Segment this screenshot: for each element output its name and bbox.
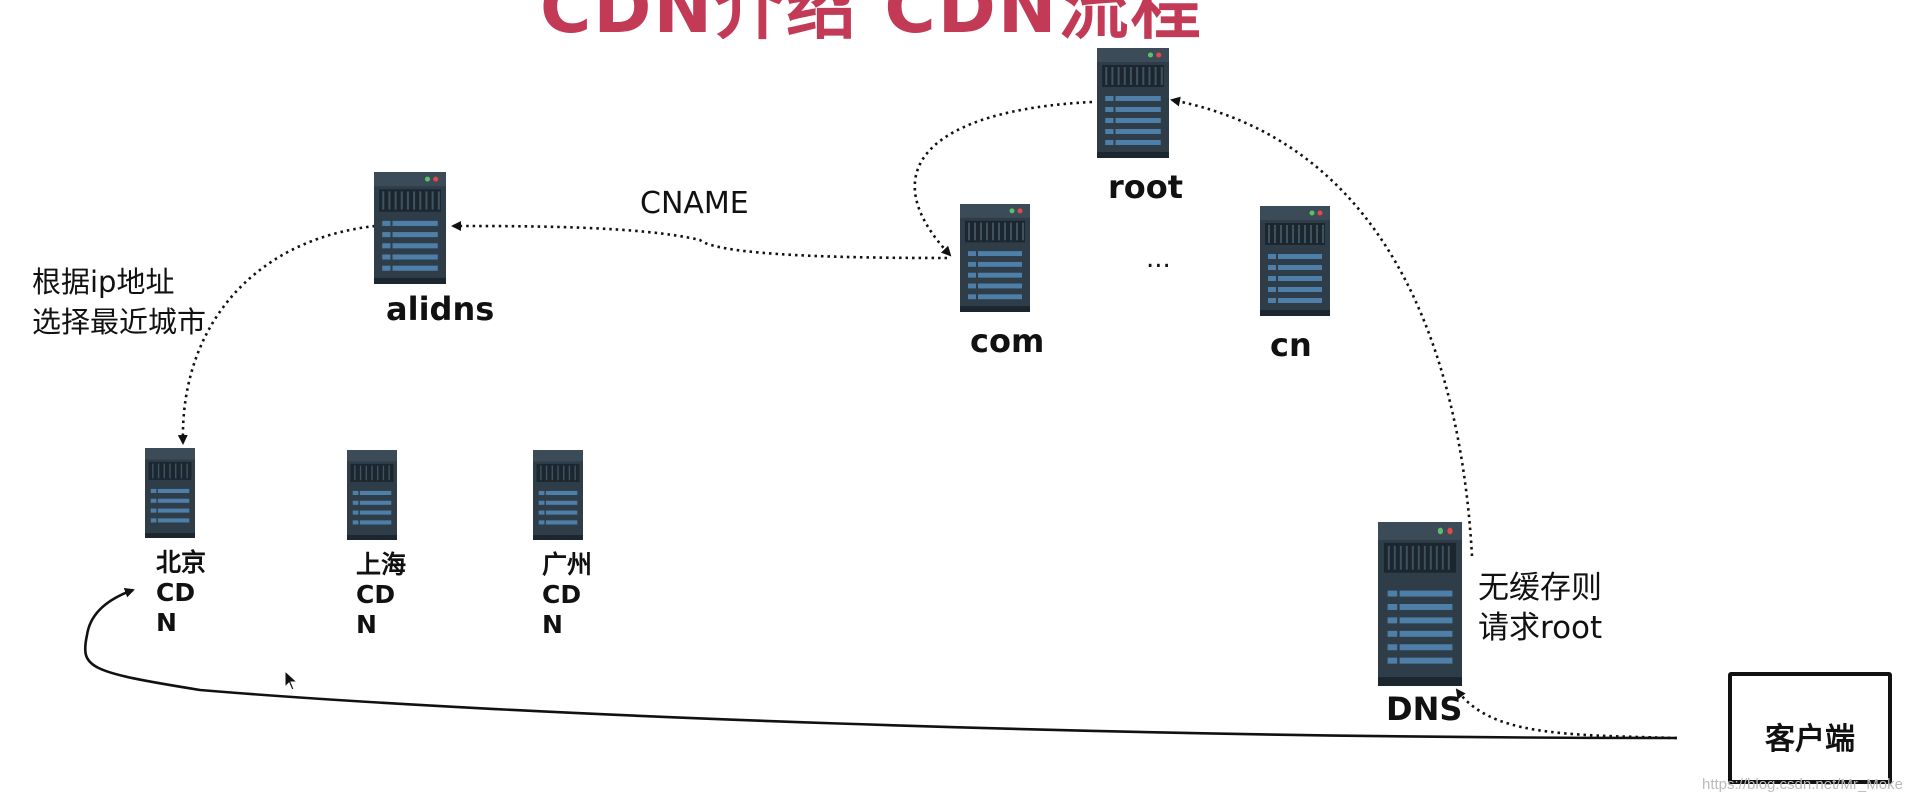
arrow-client-to-dns	[1455, 688, 1678, 740]
cname-label: CNAME	[640, 186, 749, 221]
root-label: root	[1108, 168, 1184, 206]
diagram-title: CDN介绍 CDN流程	[540, 0, 1203, 49]
beijing-cdn-server-icon	[145, 448, 195, 538]
local-dns-server-icon	[1378, 522, 1462, 686]
arrow-root-to-com	[913, 100, 1093, 257]
cdn-node-beijing: 北京 CD N	[156, 548, 206, 638]
guangzhou-cdn-server-icon	[533, 450, 583, 540]
ellipsis-label: ...	[1146, 244, 1171, 274]
arrow-client-to-beijing	[83, 587, 1678, 740]
cn-label: cn	[1270, 326, 1312, 364]
cdn-city-name: 北京	[156, 548, 207, 577]
cdn-line3: N	[542, 610, 563, 639]
cn-server-icon	[1260, 206, 1330, 316]
alidns-label: alidns	[386, 290, 495, 328]
arrow-alidns-to-beijing	[177, 224, 376, 445]
geo-note-line1: 根据ip地址	[32, 265, 175, 299]
alidns-server-icon	[374, 172, 446, 284]
arrow-dns-to-root	[1170, 96, 1474, 557]
dns-label: DNS	[1386, 690, 1463, 728]
client-node: 客户端	[1728, 672, 1892, 784]
com-label: com	[970, 322, 1045, 360]
cdn-line2: CD	[156, 578, 196, 607]
watermark: https://blog.csdn.net/Mr_Moke	[1702, 776, 1903, 793]
cdn-line2: CD	[356, 580, 396, 609]
geo-select-note: 根据ip地址 选择最近城市	[32, 262, 206, 342]
cdn-line3: N	[156, 608, 177, 637]
no-cache-line1: 无缓存则	[1478, 570, 1602, 606]
com-server-icon	[960, 204, 1030, 312]
cdn-node-guangzhou: 广州 CD N	[542, 550, 592, 640]
cdn-line2: CD	[542, 580, 582, 609]
no-cache-line2: 请求root	[1478, 610, 1603, 646]
cdn-city-name: 上海	[356, 550, 407, 579]
shanghai-cdn-server-icon	[347, 450, 397, 540]
cdn-line3: N	[356, 610, 377, 639]
mouse-pointer-icon	[284, 670, 299, 691]
cdn-node-shanghai: 上海 CD N	[356, 550, 406, 640]
geo-note-line2: 选择最近城市	[32, 305, 207, 339]
root-server-icon	[1097, 48, 1169, 158]
arrow-com-to-alidns	[451, 221, 948, 260]
no-cache-note: 无缓存则 请求root	[1478, 568, 1602, 648]
client-label: 客户端	[1765, 722, 1855, 757]
cdn-city-name: 广州	[542, 550, 593, 579]
